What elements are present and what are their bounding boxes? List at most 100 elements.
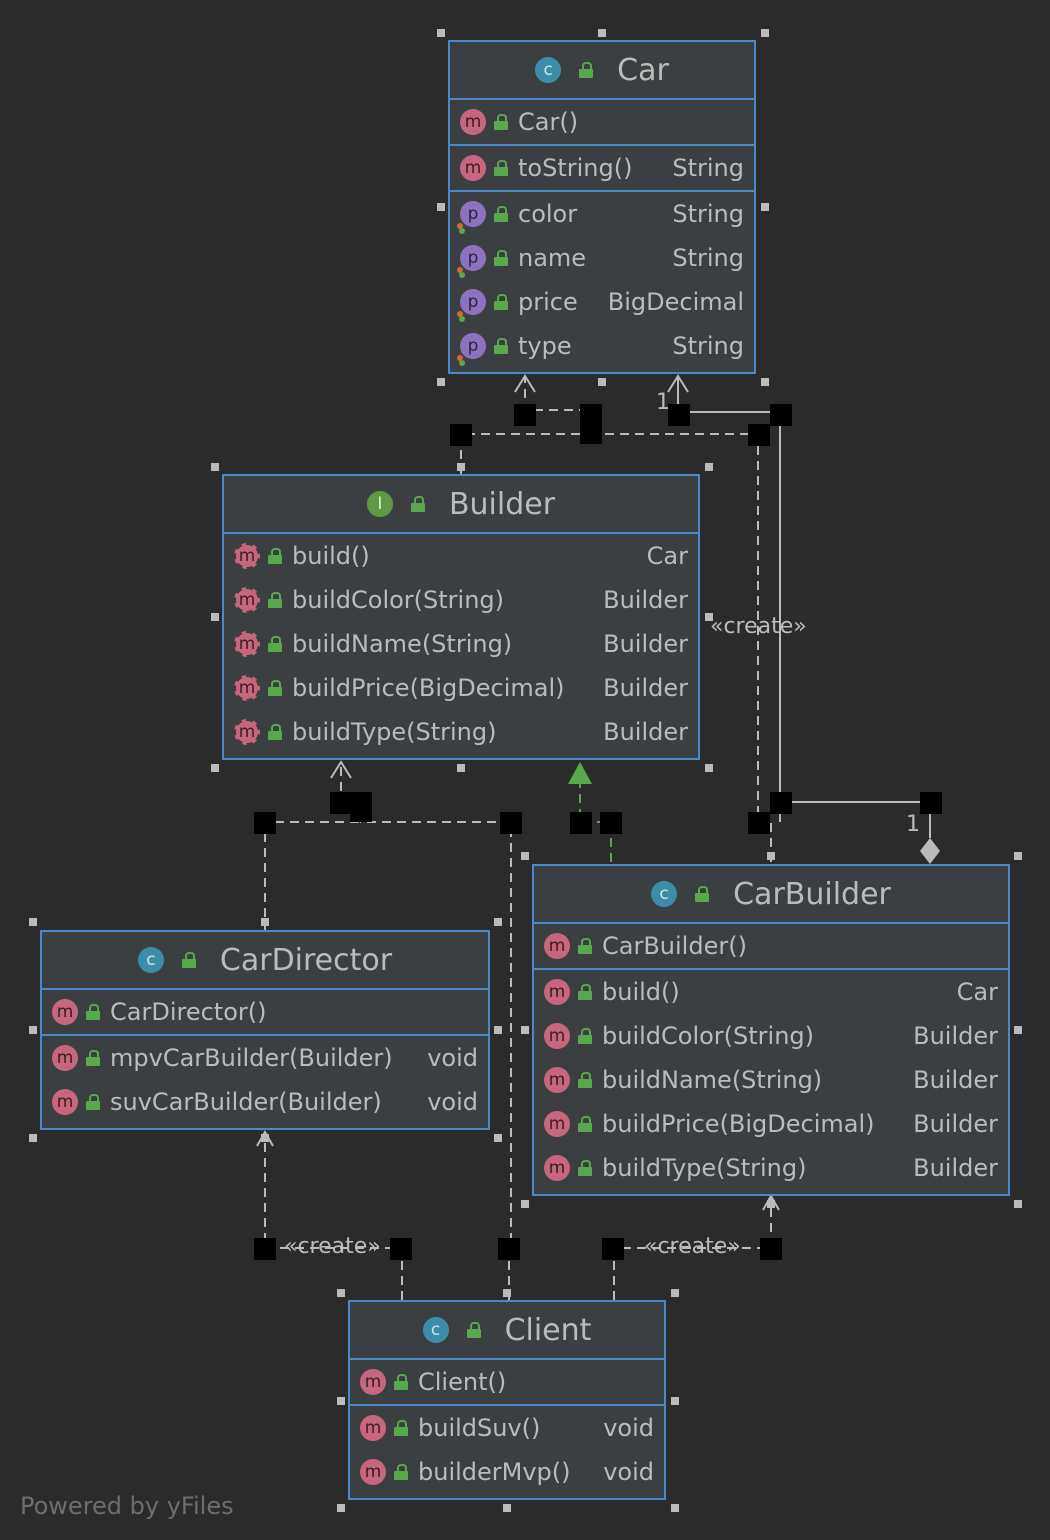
handle[interactable] — [671, 1289, 679, 1297]
handle[interactable] — [29, 1134, 37, 1142]
member-row[interactable]: p price BigDecimal — [450, 280, 754, 324]
member-row[interactable]: m build() Car — [224, 534, 698, 578]
handle[interactable] — [598, 29, 606, 37]
handle[interactable] — [671, 1504, 679, 1512]
member-row[interactable]: m buildName(String) Builder — [224, 622, 698, 666]
member-row[interactable]: m CarBuilder() — [534, 924, 1008, 968]
lock-icon — [466, 1322, 481, 1338]
handle[interactable] — [767, 1200, 775, 1208]
member-row[interactable]: p name String — [450, 236, 754, 280]
handle[interactable] — [437, 378, 445, 386]
handle[interactable] — [521, 1200, 529, 1208]
member-name: build() — [292, 542, 370, 570]
handle[interactable] — [211, 463, 219, 471]
class-header: c Client — [350, 1302, 664, 1360]
handle[interactable] — [705, 463, 713, 471]
handle[interactable] — [457, 764, 465, 772]
lock-icon — [86, 1094, 100, 1110]
method-icon: m — [234, 543, 260, 569]
handle[interactable] — [503, 1289, 511, 1297]
handle[interactable] — [29, 1026, 37, 1034]
member-row[interactable]: m buildPrice(BigDecimal) Builder — [224, 666, 698, 710]
member-row[interactable]: m buildType(String) Builder — [224, 710, 698, 754]
lock-icon — [578, 1072, 592, 1088]
implements-arrowhead — [568, 762, 592, 784]
handle[interactable] — [1014, 852, 1022, 860]
member-type: BigDecimal — [607, 288, 744, 316]
handle[interactable] — [211, 613, 219, 621]
handle[interactable] — [1014, 1026, 1022, 1034]
member-name: builderMvp() — [418, 1458, 571, 1486]
method-icon: m — [544, 933, 570, 959]
lock-icon — [494, 294, 508, 310]
car-association-arrowhead — [667, 374, 689, 393]
member-name: buildSuv() — [418, 1414, 541, 1442]
member-name: mpvCarBuilder(Builder) — [110, 1044, 393, 1072]
interface-builder[interactable]: I Builder m build() Car m buildColor(Str… — [222, 474, 700, 760]
methods-section: m build() Car m buildColor(String) Build… — [224, 534, 698, 754]
class-cardirector[interactable]: c CarDirector m CarDirector() m mpvCarBu… — [40, 930, 490, 1130]
handle[interactable] — [705, 764, 713, 772]
member-row[interactable]: m mpvCarBuilder(Builder) void — [42, 1036, 488, 1080]
member-row[interactable]: m CarDirector() — [42, 990, 488, 1034]
carbuilder-car-association — [677, 378, 781, 822]
handle[interactable] — [598, 378, 606, 386]
handle[interactable] — [211, 764, 219, 772]
member-row[interactable]: m buildPrice(BigDecimal) Builder — [534, 1102, 1008, 1146]
footer-credit: Powered by yFiles — [20, 1492, 234, 1520]
member-row[interactable]: m buildType(String) Builder — [534, 1146, 1008, 1190]
handle[interactable] — [494, 1026, 502, 1034]
class-icon: c — [137, 947, 164, 973]
class-car[interactable]: c Car m Car() m toString() String p colo… — [448, 40, 756, 374]
handle[interactable] — [1014, 1200, 1022, 1208]
method-icon: m — [234, 631, 260, 657]
class-name: Client — [504, 1312, 592, 1348]
handle[interactable] — [503, 1504, 511, 1512]
handle[interactable] — [261, 918, 269, 926]
member-row[interactable]: m toString() String — [450, 146, 754, 190]
handle[interactable] — [705, 613, 713, 621]
lock-icon — [268, 636, 282, 652]
lock-icon — [579, 62, 594, 78]
member-row[interactable]: m buildName(String) Builder — [534, 1058, 1008, 1102]
member-row[interactable]: m build() Car — [534, 970, 1008, 1014]
handle[interactable] — [261, 1134, 269, 1142]
lock-icon — [494, 338, 508, 354]
method-icon: m — [360, 1415, 386, 1441]
member-row[interactable]: m buildColor(String) Builder — [534, 1014, 1008, 1058]
handle[interactable] — [337, 1397, 345, 1405]
handle[interactable] — [521, 852, 529, 860]
member-row[interactable]: p type String — [450, 324, 754, 368]
member-name: buildType(String) — [292, 718, 497, 746]
member-row[interactable]: m buildColor(String) Builder — [224, 578, 698, 622]
handle[interactable] — [337, 1289, 345, 1297]
handle[interactable] — [521, 1026, 529, 1034]
lock-icon — [268, 548, 282, 564]
member-row[interactable]: m buildSuv() void — [350, 1406, 664, 1450]
handle[interactable] — [767, 852, 775, 860]
member-row[interactable]: m builderMvp() void — [350, 1450, 664, 1494]
class-client[interactable]: c Client m Client() m buildSuv() void m … — [348, 1300, 666, 1500]
member-name: Car() — [518, 108, 579, 136]
member-type: String — [672, 154, 744, 182]
handle[interactable] — [494, 1134, 502, 1142]
handle[interactable] — [761, 29, 769, 37]
handle[interactable] — [761, 203, 769, 211]
class-carbuilder[interactable]: c CarBuilder m CarBuilder() m build() Ca… — [532, 864, 1010, 1196]
member-row[interactable]: m Client() — [350, 1360, 664, 1404]
member-row[interactable]: m Car() — [450, 100, 754, 144]
member-row[interactable]: p color String — [450, 192, 754, 236]
property-icon: p — [457, 245, 486, 278]
lock-icon — [268, 724, 282, 740]
multiplicity-label: 1 — [906, 812, 920, 837]
class-name: Car — [617, 52, 669, 88]
handle[interactable] — [437, 29, 445, 37]
member-row[interactable]: m suvCarBuilder(Builder) void — [42, 1080, 488, 1124]
handle[interactable] — [337, 1504, 345, 1512]
handle[interactable] — [457, 463, 465, 471]
handle[interactable] — [761, 378, 769, 386]
handle[interactable] — [437, 203, 445, 211]
handle[interactable] — [671, 1397, 679, 1405]
handle[interactable] — [29, 918, 37, 926]
handle[interactable] — [494, 918, 502, 926]
